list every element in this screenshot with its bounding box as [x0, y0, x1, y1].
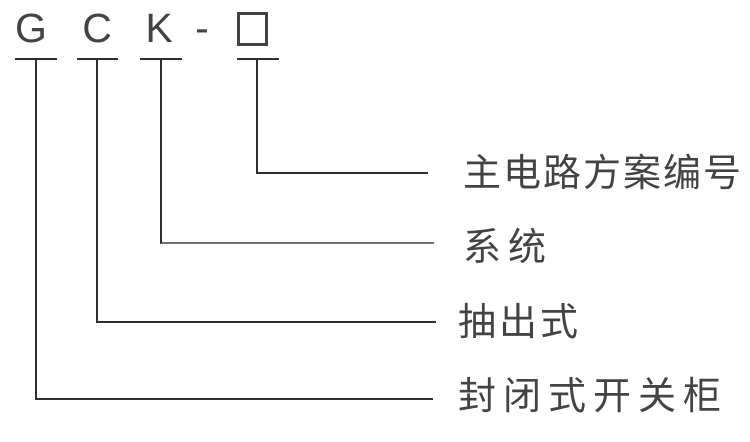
code-separator: - — [195, 5, 209, 51]
underline-c — [77, 58, 118, 60]
connector-placeholder — [256, 60, 428, 174]
connector-c — [96, 60, 436, 323]
label-enclosed-switchgear-cabinet: 封闭式开关柜 — [458, 376, 729, 418]
label-system: 系统 — [463, 227, 554, 269]
underline-k — [140, 58, 182, 60]
label-withdrawable-type: 抽出式 — [458, 302, 582, 344]
code-letter-k: K — [145, 5, 173, 51]
underline-g — [15, 58, 57, 60]
label-main-circuit-scheme-number: 主电路方案编号 — [463, 153, 744, 195]
underline-placeholder — [237, 58, 279, 60]
placeholder-box-icon — [237, 12, 268, 46]
connector-k — [160, 60, 434, 244]
code-letter-c: C — [82, 5, 112, 51]
connector-g — [35, 60, 433, 400]
code-letter-g: G — [15, 5, 47, 51]
